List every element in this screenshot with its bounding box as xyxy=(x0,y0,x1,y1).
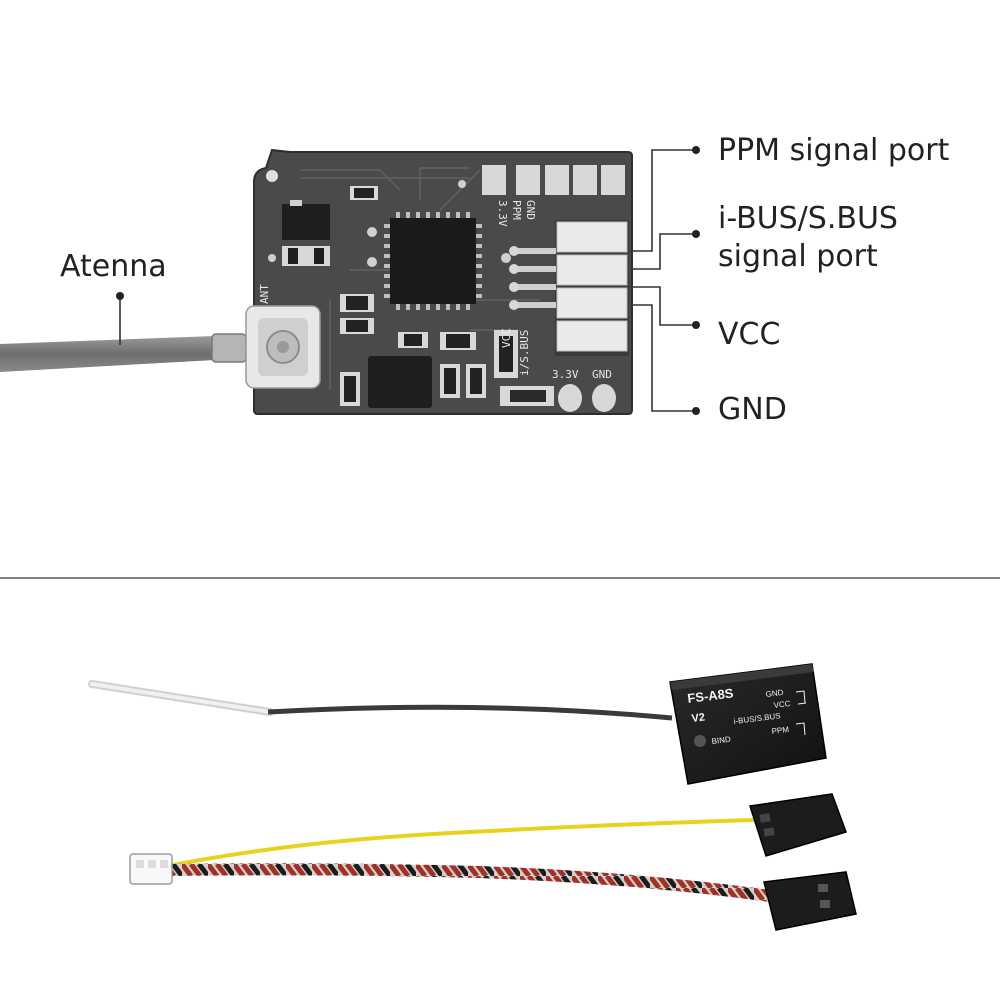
label-antenna: Atenna xyxy=(60,249,167,284)
leader-lines xyxy=(119,149,694,412)
pcb-diagram: GND PPM 3.3V VCC i/S.BUS ANT 3.3V GND PP… xyxy=(0,133,950,427)
twisted-wire xyxy=(167,863,771,902)
case-bind: BIND xyxy=(711,735,731,746)
servo-connector-signal xyxy=(749,793,847,857)
label-ibus-line2: signal port xyxy=(718,239,878,274)
antenna-cable xyxy=(0,333,247,372)
servo-connector-power xyxy=(763,871,857,931)
case-ppm: PPM xyxy=(771,725,790,736)
case-gnd: GND xyxy=(765,688,784,699)
label-ppm-signal-port: PPM signal port xyxy=(718,133,950,168)
leader-dot-ibus xyxy=(692,230,700,238)
leader-dot-antenna xyxy=(116,292,124,300)
receiver-case: FS-A8S V2 GND VCC i-BUS/S.BUS PPM BIND xyxy=(669,663,827,785)
leader-dot-gnd xyxy=(692,407,700,415)
pcb-label-gnd: GND xyxy=(524,200,537,220)
label-gnd: GND xyxy=(718,392,787,427)
antenna-wire xyxy=(88,680,673,721)
case-vcc: VCC xyxy=(773,699,791,710)
pcb-label-ppm: PPM xyxy=(510,200,523,220)
label-vcc: VCC xyxy=(718,317,780,352)
jst-connector xyxy=(129,853,173,885)
leader-dot-vcc xyxy=(692,321,700,329)
pcb-label-ant: ANT xyxy=(258,284,271,304)
pcb-board: GND PPM 3.3V VCC i/S.BUS ANT 3.3V GND xyxy=(245,148,633,415)
pcb-label-3v3-top: 3.3V xyxy=(496,200,509,227)
product-photo: FS-A8S V2 GND VCC i-BUS/S.BUS PPM BIND xyxy=(88,663,857,931)
pcb-label-vcc: VCC xyxy=(500,328,513,348)
pcb-label-ibus: i/S.BUS xyxy=(518,330,531,376)
case-version: V2 xyxy=(691,711,706,725)
pcb-label-gnd-bottom: GND xyxy=(592,368,612,381)
case-model: FS-A8S xyxy=(687,685,735,706)
label-ibus-line1: i-BUS/S.BUS xyxy=(718,201,898,236)
pcb-label-3v3-bottom: 3.3V xyxy=(552,368,579,381)
yellow-wire xyxy=(167,818,755,868)
leader-dot-ppm xyxy=(692,146,700,154)
